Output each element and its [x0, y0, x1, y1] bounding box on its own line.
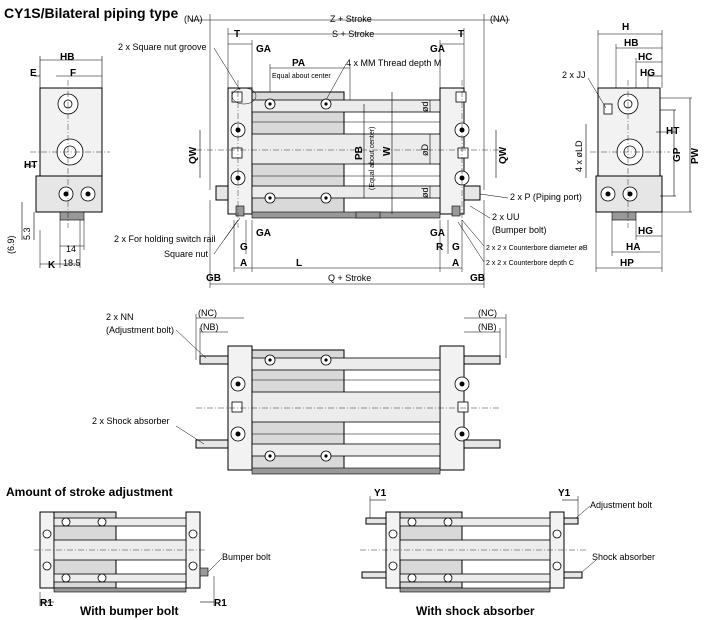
top-dim-GB-left: GB — [206, 273, 221, 284]
right-dim-HA: HA — [626, 242, 640, 253]
stroke-adjustment-heading: Amount of stroke adjustment — [6, 485, 173, 499]
right-dim-HT: HT — [666, 126, 679, 137]
right-ld-callout: 4 x øLD — [574, 140, 584, 172]
bumper-bolt-callout: Bumper bolt — [222, 552, 271, 562]
right-end-view — [585, 30, 692, 272]
top-dim-R: R — [436, 242, 444, 253]
top-dim-oD: øD — [420, 144, 430, 156]
top-dim-NA-left: (NA) — [184, 14, 203, 24]
bottom-right-dim-Y1-right: Y1 — [558, 488, 571, 499]
bottom-left-dim-R1-right: R1 — [214, 598, 227, 609]
top-dim-QW-left: QW — [188, 146, 199, 164]
square-nut-groove-callout: 2 x Square nut groove — [118, 42, 207, 52]
top-dim-od-top: ød — [420, 101, 430, 112]
left-dim-5-3: 5.3 — [22, 227, 32, 240]
top-dim-Z-stroke: Z + Stroke — [330, 14, 372, 24]
left-dim-E: E — [30, 68, 37, 79]
bottom-left-dim-R1-left: R1 — [40, 598, 53, 609]
right-dim-HB: HB — [624, 38, 638, 49]
top-dim-PB: PB — [354, 146, 365, 160]
bumper-bolt-view — [34, 511, 223, 606]
right-dim-HC: HC — [638, 52, 652, 63]
counterbore-depth-callout: 2 x 2 x Counterbore depth C — [486, 260, 574, 267]
top-dim-T-right: T — [458, 29, 464, 40]
top-dim-Q-stroke: Q + Stroke — [328, 273, 371, 283]
piping-port-callout: 2 x P (Piping port) — [510, 192, 582, 202]
thread-callout: 4 x MM Thread depth M — [346, 58, 441, 68]
right-dim-HG-top: HG — [640, 68, 655, 79]
side-equal-center: (Equal about center) — [369, 127, 376, 190]
top-dim-A-left: A — [240, 258, 247, 269]
shock-absorber-view — [360, 496, 597, 593]
top-dim-GA-right: GA — [430, 44, 445, 55]
bottom-right-dim-Y1-left: Y1 — [374, 488, 387, 499]
left-dim-HT: HT — [24, 160, 37, 171]
left-dim-6-9: (6.9) — [6, 235, 16, 254]
top-dim-GA-bottom-right: GA — [430, 228, 445, 239]
holding-switch-rail-callout: 2 x For holding switch rail — [114, 234, 216, 244]
left-dim-HB: HB — [60, 52, 74, 63]
square-nut-callout: Square nut — [164, 249, 209, 259]
middle-view — [175, 314, 507, 475]
middle-dim-NB-left: (NB) — [200, 322, 219, 332]
left-end-view — [21, 56, 110, 268]
bumper-bolt-uu-callout: 2 x UU — [492, 212, 520, 222]
counterbore-diameter-callout: 2 x 2 x Counterbore diameter øB — [486, 245, 588, 252]
with-shock-absorber-caption: With shock absorber — [416, 604, 535, 618]
middle-adjustment-bolt-paren: (Adjustment bolt) — [106, 325, 174, 335]
top-dim-G-left: G — [240, 242, 248, 253]
right-dim-HG-bottom: HG — [638, 226, 653, 237]
top-dim-QW-right: QW — [498, 146, 509, 164]
top-equal-center: Equal about center — [272, 73, 331, 80]
right-dim-GP: GP — [672, 147, 683, 162]
top-dim-S-stroke: S + Stroke — [332, 29, 374, 39]
top-dim-GA-left: GA — [256, 44, 271, 55]
with-bumper-bolt-caption: With bumper bolt — [80, 604, 179, 618]
left-dim-18-5: 18.5 — [63, 258, 81, 268]
top-dim-PA: PA — [292, 58, 305, 69]
shock-absorber-callout: Shock absorber — [592, 552, 655, 562]
top-dim-A-right: A — [452, 258, 459, 269]
right-dim-PW: PW — [690, 147, 701, 164]
top-dim-L: L — [296, 258, 302, 269]
top-main-view — [190, 14, 510, 288]
top-dim-NA-right: (NA) — [490, 14, 509, 24]
top-dim-G-right: G — [452, 242, 460, 253]
middle-nn-callout: 2 x NN — [106, 312, 134, 322]
middle-dim-NC-right: (NC) — [478, 308, 497, 318]
adjustment-bolt-callout: Adjustment bolt — [590, 500, 653, 510]
right-jj-callout: 2 x JJ — [562, 70, 586, 80]
left-dim-14: 14 — [66, 244, 76, 254]
left-dim-F: F — [70, 68, 76, 79]
bumper-bolt-paren: (Bumper bolt) — [492, 225, 547, 235]
right-dim-HP: HP — [620, 258, 634, 269]
top-dim-W: W — [382, 146, 393, 156]
right-dim-H: H — [622, 22, 629, 33]
top-dim-T-left: T — [234, 29, 240, 40]
middle-shock-absorber-callout: 2 x Shock absorber — [92, 416, 170, 426]
left-dim-K: K — [48, 260, 56, 271]
top-dim-GA-bottom-left: GA — [256, 228, 271, 239]
top-dim-od-bottom: ød — [420, 187, 430, 198]
top-dim-GB-right: GB — [470, 273, 485, 284]
middle-dim-NC-left: (NC) — [198, 308, 217, 318]
drawing-title: CY1S/Bilateral piping type — [4, 5, 178, 21]
middle-dim-NB-right: (NB) — [478, 322, 497, 332]
